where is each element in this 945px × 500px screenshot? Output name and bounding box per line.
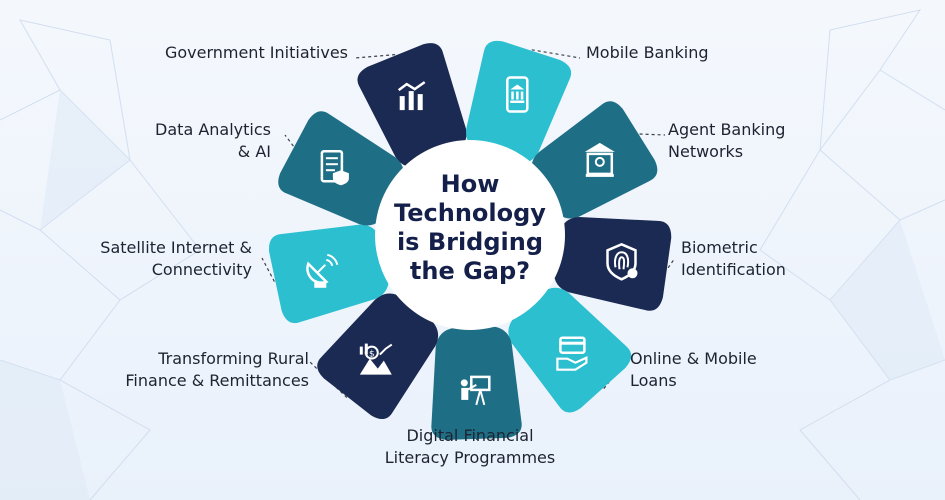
growth-money-icon: $ (359, 343, 393, 375)
center-title-line: is Bridging (396, 228, 544, 256)
card-hand-icon (556, 336, 588, 371)
petal-shape (553, 217, 672, 311)
fingerprint-shield-icon (606, 242, 638, 281)
satellite-dish-icon (306, 253, 339, 288)
presentation-icon (460, 375, 491, 406)
label-online-mobile-loans: Online & Mobile Loans (630, 348, 757, 392)
label-satellite-internet: Satellite Internet & Connectivity (100, 237, 252, 281)
label-agent-banking-networks: Agent Banking Networks (668, 119, 785, 163)
label-line: Mobile Banking (586, 43, 709, 62)
connector-line (531, 49, 581, 59)
label-biometric-identification: Biometric Identification (681, 237, 786, 281)
petal-card-hand (508, 287, 632, 413)
label-mobile-banking: Mobile Banking (586, 42, 709, 64)
connector-line (284, 134, 294, 147)
label-government-initiatives: Government Initiatives (165, 42, 348, 64)
label-line: Biometric (681, 238, 758, 257)
label-line: Government Initiatives (164, 43, 348, 62)
label-line: Identification (681, 260, 786, 279)
connector-line (639, 133, 666, 136)
center-circle (375, 140, 565, 330)
report-check-icon (320, 149, 349, 186)
label-line: Data Analytics (155, 120, 271, 139)
label-line: Loans (630, 371, 677, 390)
label-line: Agent Banking (668, 120, 786, 139)
petal-satellite-dish (268, 224, 389, 324)
bar-chart-icon (397, 81, 426, 111)
center-title-line: the Gap? (409, 257, 531, 285)
bank-building-icon (584, 142, 615, 177)
label-data-analytics-ai: Data Analytics & AI (155, 119, 271, 163)
label-line: Networks (668, 142, 744, 161)
label-line: Satellite Internet & (100, 238, 252, 257)
label-transforming-rural-finance: Transforming Rural Finance & Remittances (125, 348, 309, 392)
label-line: Transforming Rural (158, 349, 309, 368)
label-line: Digital Financial (406, 426, 534, 445)
label-line: Connectivity (151, 260, 252, 279)
petal-shape (268, 224, 389, 324)
label-line: & AI (237, 142, 271, 161)
connector-line (261, 257, 275, 282)
petal-ring: $ (268, 40, 672, 440)
label-digital-financial-literacy: Digital Financial Literacy Programmes (370, 425, 570, 469)
petal-bank-building (531, 101, 658, 219)
center-title: How Technology is Bridging the Gap? (380, 170, 560, 286)
center-title-line: How (440, 170, 500, 198)
label-line: Online & Mobile (630, 349, 757, 368)
connector-line (667, 257, 676, 269)
center-title-line: Technology (394, 199, 546, 227)
connector-line (354, 54, 396, 59)
petal-presentation (431, 326, 522, 440)
petal-shape (508, 287, 632, 413)
background-network-pattern (0, 9, 945, 500)
label-line: Finance & Remittances (125, 371, 309, 390)
petal-fingerprint-shield (553, 217, 672, 311)
svg-text:$: $ (369, 350, 375, 360)
label-line: Literacy Programmes (384, 448, 556, 467)
petal-shape (531, 101, 658, 219)
mobile-bank-icon (506, 76, 529, 113)
background-facets (0, 90, 945, 500)
petal-shape (431, 326, 522, 440)
